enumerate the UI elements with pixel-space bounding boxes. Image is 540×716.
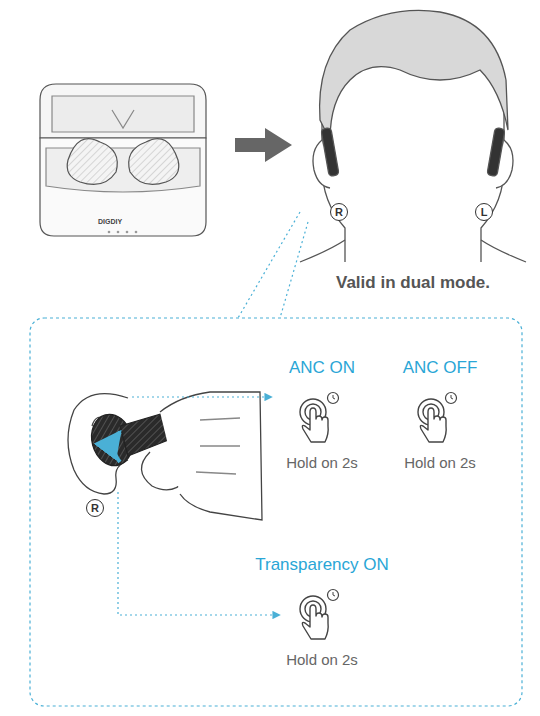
side-marker: L bbox=[475, 203, 493, 221]
mode-note: Valid in dual mode. bbox=[336, 274, 490, 293]
brand-label: DIGDIY bbox=[98, 218, 122, 226]
function-title: ANC OFF bbox=[403, 359, 478, 378]
function-title: Transparency ON bbox=[255, 556, 389, 575]
hold-instruction: Hold on 2s bbox=[286, 455, 358, 472]
hold-instruction: Hold on 2s bbox=[286, 652, 358, 669]
side-marker: R bbox=[330, 203, 348, 221]
side-letter: R bbox=[335, 207, 343, 218]
function-title: ANC ON bbox=[289, 359, 355, 378]
hold-instruction: Hold on 2s bbox=[404, 455, 476, 472]
side-letter: L bbox=[481, 207, 488, 218]
side-letter: R bbox=[91, 503, 99, 514]
side-marker: R bbox=[86, 499, 104, 517]
